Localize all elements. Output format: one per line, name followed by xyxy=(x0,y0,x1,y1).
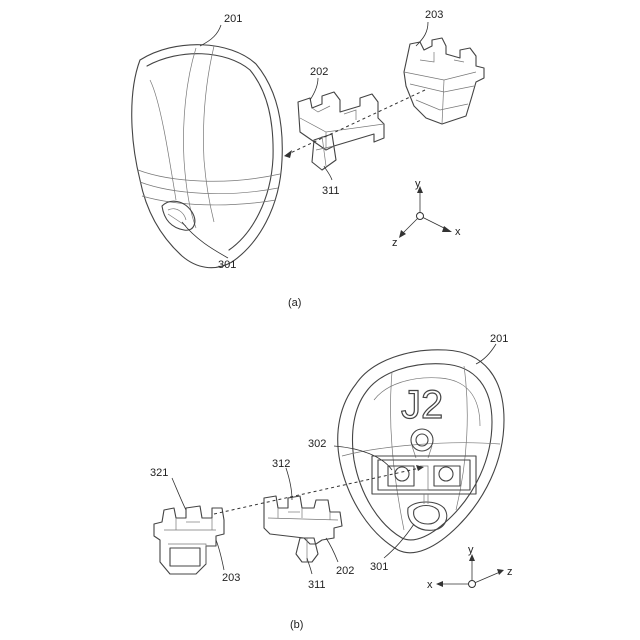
leader-301-a xyxy=(182,222,228,258)
axis-label-z-b: z xyxy=(507,566,513,578)
assembly-arrowhead-a xyxy=(284,150,292,158)
caption-b: (b) xyxy=(290,619,303,631)
label-block-202: 202 xyxy=(310,66,328,78)
label-stem-311-b: 311 xyxy=(308,579,326,591)
shell-201-side-view xyxy=(132,45,283,268)
axis-label-x-a: x xyxy=(455,226,461,238)
leader-203-b xyxy=(216,540,224,570)
axis-label-y-b: y xyxy=(468,544,474,556)
coordinate-axes-b: y x z xyxy=(427,544,513,591)
leader-202-b xyxy=(326,538,338,562)
label-socket-301-b: 301 xyxy=(370,561,388,573)
label-stem-311: 311 xyxy=(322,185,340,197)
block-203-front xyxy=(154,506,224,574)
coordinate-axes-a: y x z xyxy=(392,178,461,249)
leader-321-b xyxy=(172,478,186,510)
leader-202-a xyxy=(310,78,318,100)
block-202 xyxy=(298,92,384,170)
block-202-front xyxy=(264,496,342,562)
label-shell-201-b: 201 xyxy=(490,333,508,345)
label-socket-302: 302 xyxy=(308,438,326,450)
label-socket-301: 301 xyxy=(218,259,236,271)
panel-a: 201 203 202 311 301 y x z (a) xyxy=(132,9,484,309)
leader-312-b xyxy=(286,468,292,500)
engraved-text: J2 xyxy=(401,383,443,427)
leader-311-b xyxy=(307,558,312,574)
panel-b: J2 xyxy=(150,333,513,631)
leader-201-a xyxy=(200,25,221,46)
leader-302-b xyxy=(334,446,392,470)
caption-a: (a) xyxy=(288,297,301,309)
label-block-202-b: 202 xyxy=(336,565,354,577)
leader-311-a xyxy=(324,166,332,180)
axis-label-y-a: y xyxy=(415,178,421,190)
label-block-203-b: 203 xyxy=(222,572,240,584)
axis-label-x-b: x xyxy=(427,579,433,591)
label-shell-201: 201 xyxy=(224,13,242,25)
axis-label-z-a: z xyxy=(392,237,398,249)
label-block-312: 312 xyxy=(272,458,290,470)
label-block-203: 203 xyxy=(425,9,443,21)
assembly-line-b xyxy=(214,468,420,514)
label-block-321: 321 xyxy=(150,467,168,479)
block-203 xyxy=(404,38,484,124)
